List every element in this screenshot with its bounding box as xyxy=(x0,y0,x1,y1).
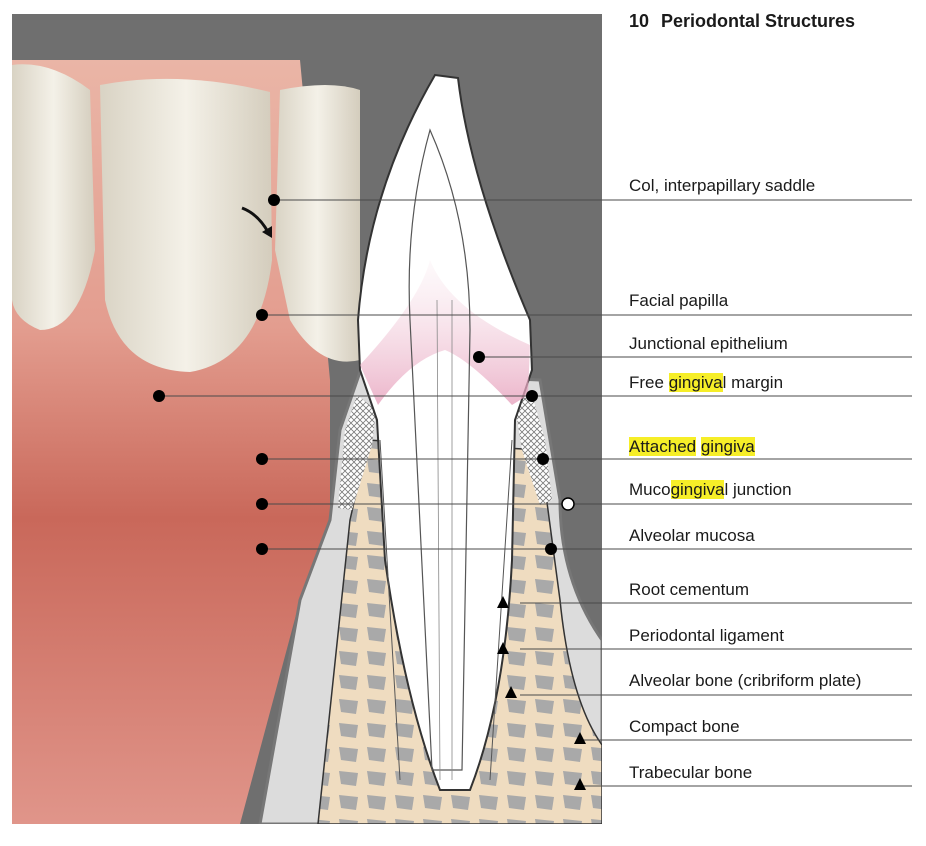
label-col: Col, interpapillary saddle xyxy=(629,176,816,195)
marker-attached-gingiva-photo xyxy=(256,453,268,465)
markers xyxy=(153,194,586,790)
label-root-cementum: Root cementum xyxy=(629,580,749,599)
marker-alveolar-bone xyxy=(505,686,517,698)
label-facial-papilla: Facial papilla xyxy=(629,291,729,310)
marker-compact-bone xyxy=(574,732,586,744)
marker-periodontal-ligament xyxy=(497,642,509,654)
label-compact-bone: Compact bone xyxy=(629,717,740,736)
marker-junctional-epithelium xyxy=(473,351,485,363)
label-alveolar-bone: Alveolar bone (cribriform plate) xyxy=(629,671,862,690)
marker-free-gingival-margin-section xyxy=(526,390,538,402)
figure-title-text: Periodontal Structures xyxy=(661,11,856,31)
marker-free-gingival-margin-photo xyxy=(153,390,165,402)
curved-arrow xyxy=(241,206,270,233)
marker-facial-papilla xyxy=(256,309,268,321)
label-mucogingival-junction: Mucogingival junction xyxy=(629,480,792,499)
figure-number: 10 xyxy=(629,11,650,31)
marker-root-cementum xyxy=(497,596,509,608)
hatched-gingiva-right xyxy=(514,395,552,505)
central-tooth xyxy=(100,78,272,373)
marker-alveolar-mucosa-section xyxy=(545,543,557,555)
pulp-canal xyxy=(408,128,471,771)
right-tooth xyxy=(275,85,360,362)
label-periodontal-ligament: Periodontal ligament xyxy=(629,626,784,645)
marker-alveolar-mucosa-photo xyxy=(256,543,268,555)
label-junctional-epithelium: Junctional epithelium xyxy=(629,334,788,353)
marker-mucogingival-section xyxy=(561,497,575,511)
left-tooth xyxy=(12,64,95,331)
label-alveolar-mucosa: Alveolar mucosa xyxy=(629,526,755,545)
figure-title: 10 Periodontal Structures xyxy=(629,11,855,32)
marker-trabecular-bone xyxy=(574,778,586,790)
tooth-section xyxy=(356,73,534,791)
marker-col xyxy=(268,194,280,206)
hatched-gingiva-left xyxy=(338,395,376,510)
label-attached-gingiva: Attached gingiva xyxy=(629,437,755,456)
label-free-gingival-margin: Free gingival margin xyxy=(629,373,784,392)
marker-mucogingival-photo xyxy=(256,498,268,510)
label-trabecular-bone: Trabecular bone xyxy=(629,763,753,782)
marker-attached-gingiva-section xyxy=(537,453,549,465)
junctional-epithelium-shape xyxy=(360,260,530,405)
